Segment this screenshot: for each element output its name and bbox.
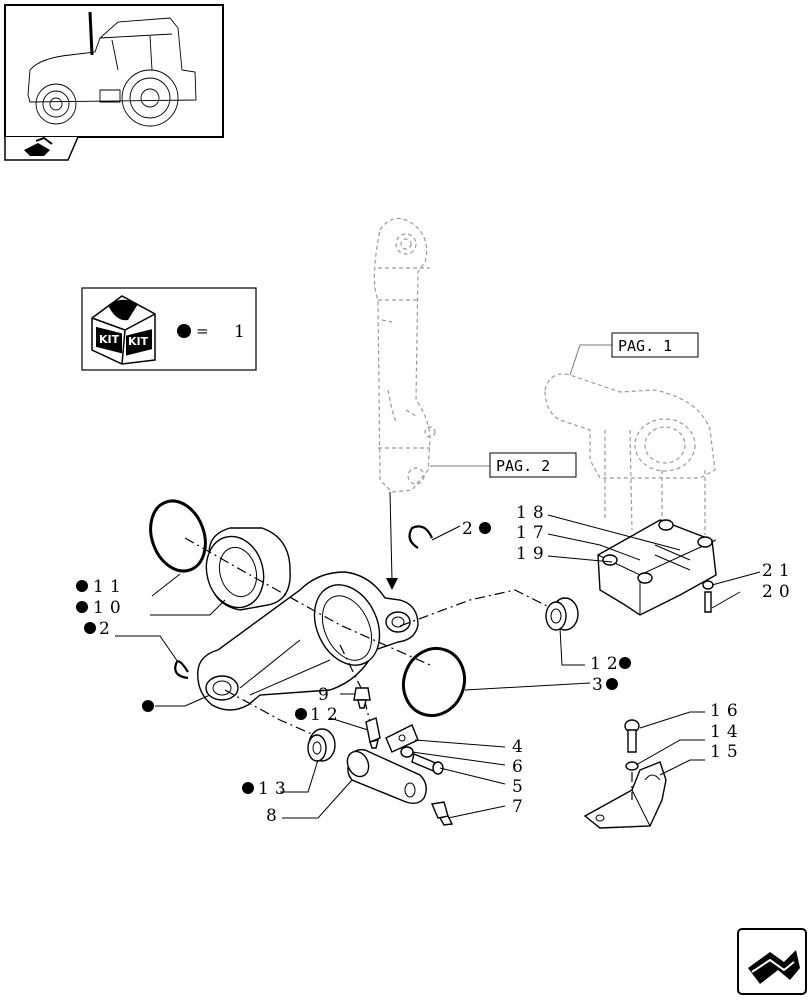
- label-10: 10: [93, 598, 127, 618]
- pag1-reference: PAG. 1: [611, 332, 699, 358]
- pin-8: [346, 749, 427, 805]
- label-18: 18: [516, 503, 550, 523]
- grease-fitting-7: [431, 801, 454, 826]
- label-20: 20: [762, 582, 796, 602]
- label-19: 19: [516, 544, 550, 564]
- snap-ring-2-lower: [174, 660, 189, 680]
- label-3: 3: [592, 675, 609, 695]
- kit-box-icon: KIT KIT: [91, 295, 156, 365]
- label-21: 21: [762, 561, 796, 581]
- label-14: 14: [710, 722, 744, 742]
- lever-arm: [197, 571, 419, 711]
- label-4: 4: [512, 737, 529, 757]
- bushing-13-lower: [307, 728, 336, 762]
- label-8: 8: [266, 806, 283, 826]
- seal-ring-11: [149, 499, 207, 573]
- label-15: 15: [710, 742, 744, 762]
- label-2-upper: 2: [462, 519, 479, 539]
- ghost-housing: [544, 344, 716, 535]
- next-page-arrow-icon[interactable]: [737, 928, 807, 995]
- svg-text:PAG. 1: PAG. 1: [618, 337, 672, 355]
- svg-text:KIT: KIT: [128, 335, 149, 348]
- svg-text:=: =: [196, 322, 209, 340]
- grease-fitting-9: [353, 687, 371, 709]
- label-5: 5: [512, 777, 529, 797]
- leader-lines: [115, 514, 761, 819]
- screw-20: [702, 580, 714, 613]
- svg-text:PAG. 2: PAG. 2: [496, 457, 550, 475]
- label-2-lower: 2: [99, 619, 116, 639]
- bolt-5: [400, 746, 444, 775]
- grease-fitting-12: [365, 717, 381, 749]
- washer-14: [625, 761, 639, 771]
- svg-text:KIT: KIT: [99, 333, 120, 346]
- label-17: 17: [516, 523, 550, 543]
- label-13: 13: [258, 779, 292, 799]
- o-ring-3: [402, 646, 466, 718]
- bushing-10: [205, 527, 291, 611]
- label-7: 7: [512, 797, 529, 817]
- ghost-cylinder: [373, 217, 490, 493]
- kit-bullets: [76, 522, 631, 794]
- label-12-right: 12: [590, 654, 624, 674]
- kit-legend-box: KIT KIT = 1: [81, 287, 257, 371]
- pag2-reference: PAG. 2: [489, 452, 577, 478]
- bushing-12-right: [545, 597, 579, 631]
- label-16: 16: [710, 701, 744, 721]
- lock-plate-4: [385, 724, 419, 753]
- part-labels: 2 11 10 2 9 12 13 8 4 6 5 7 12 3 18 17 1…: [93, 503, 796, 826]
- kit-value: 1: [234, 322, 251, 342]
- bolt-16: [624, 719, 640, 753]
- label-6: 6: [512, 757, 529, 777]
- bracket-part: [597, 519, 717, 616]
- label-9: 9: [318, 685, 335, 705]
- snap-ring-2-upper: [408, 525, 434, 549]
- mounting-bracket-15: [583, 761, 667, 829]
- label-11: 11: [93, 577, 127, 597]
- label-12-lower: 12: [310, 705, 344, 725]
- tractor-thumbnail: [4, 4, 224, 161]
- kit-dot-icon: [177, 324, 191, 338]
